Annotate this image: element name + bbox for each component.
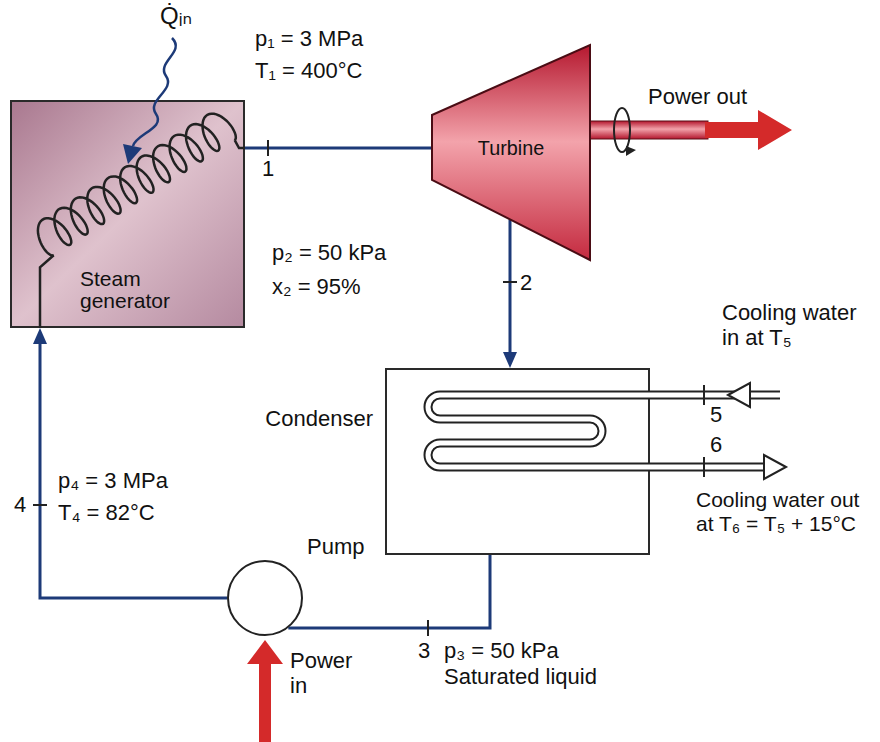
state-property: T₁ = 400°C <box>255 58 362 83</box>
condenser-outline <box>385 368 650 555</box>
heat-input-arrow <box>133 38 176 146</box>
state-tick <box>267 140 269 156</box>
power-in-arrow <box>247 640 283 742</box>
stream-note: Cooling water out at T₆ = T₅ + 15°C <box>696 488 874 536</box>
flow-line <box>33 328 227 598</box>
turbine: Turbine <box>432 45 590 260</box>
cooling-pipe <box>650 463 766 472</box>
state-number: 2 <box>520 270 532 295</box>
flow-path <box>40 340 227 598</box>
pump-circle <box>228 561 302 635</box>
arrowhead <box>503 352 517 368</box>
heat-input-label: Q̇ᵢₙ <box>160 2 192 30</box>
rotation-arrowhead <box>626 146 636 156</box>
coil-pipe <box>40 255 54 328</box>
state-property: Saturated liquid <box>444 664 597 689</box>
state-property: p₂ = 50 kPa <box>272 240 386 265</box>
coil-pipe <box>235 140 245 148</box>
cooling-pipe-bore <box>650 465 766 470</box>
turbine-shaft <box>590 121 708 139</box>
power-label: Power out <box>648 84 747 109</box>
flow-path <box>245 147 432 150</box>
state-property: p₄ = 3 MPa <box>58 468 168 493</box>
cooling-coil <box>428 395 650 467</box>
state-tick <box>33 504 47 506</box>
pump: Pump <box>227 560 303 636</box>
rotation-symbol <box>614 108 630 152</box>
state-number: 3 <box>418 638 430 663</box>
flow-path <box>288 555 490 628</box>
stream-note: Cooling water in at T₅ <box>722 300 872 351</box>
flow-line <box>288 555 490 636</box>
state-tick <box>427 620 429 636</box>
callout-number: 6 <box>710 432 722 457</box>
generator-box <box>11 101 244 327</box>
callout-number: 5 <box>710 402 722 427</box>
state-tick <box>703 385 705 405</box>
state-property: T₄ = 82°C <box>58 500 155 525</box>
heating-coil <box>38 114 236 256</box>
state-tick <box>703 457 705 477</box>
component-name: Steam generator <box>80 268 220 312</box>
state-tick <box>503 281 517 283</box>
cooling-coil-bore <box>428 395 650 467</box>
state-property: p₃ = 50 kPa <box>444 638 559 663</box>
component-name: Turbine <box>432 137 590 160</box>
condenser: Condenser <box>385 368 650 555</box>
power-out-arrow <box>705 110 792 150</box>
arrowhead <box>33 328 47 344</box>
flow-line <box>503 220 517 369</box>
flow-arrowhead <box>764 455 786 479</box>
state-property: x₂ = 95% <box>272 274 361 299</box>
power-label: Power in <box>290 648 360 699</box>
component-name: Condenser <box>265 406 373 431</box>
turbine-body <box>432 45 590 260</box>
state-property: p₁ = 3 MPa <box>255 26 363 51</box>
state-number: 1 <box>262 156 274 181</box>
component-name: Pump <box>307 534 364 559</box>
pump-outline <box>227 560 303 636</box>
flow-path <box>509 220 512 357</box>
steam-generator: Steam generator <box>10 100 245 328</box>
flow-line <box>245 140 432 156</box>
flow-arrowhead <box>728 383 750 407</box>
cooling-pipe-bore <box>650 393 780 398</box>
state-number: 4 <box>14 492 26 517</box>
cooling-pipe <box>650 391 780 400</box>
condenser-box <box>386 369 649 554</box>
heat-arrowhead <box>123 144 142 164</box>
